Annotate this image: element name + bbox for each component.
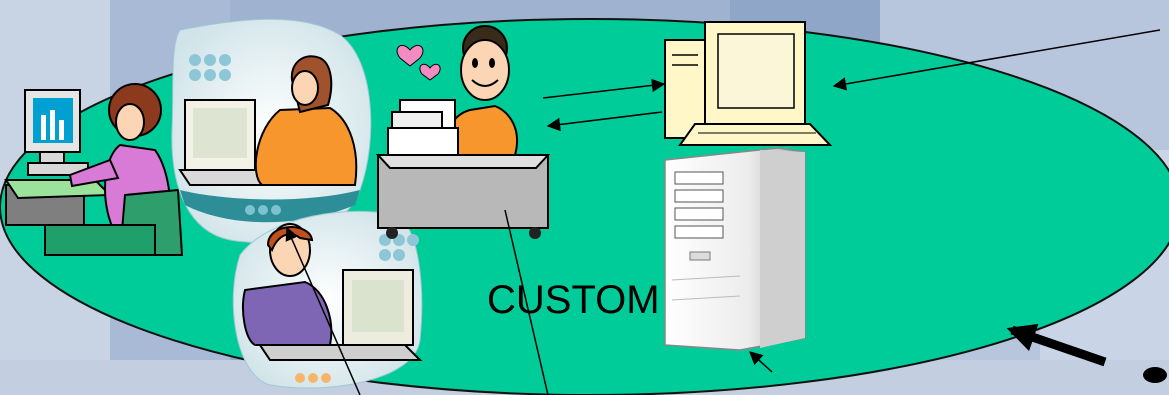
center-label: CUSTOM — [487, 278, 660, 322]
worker-at-desk-icon — [172, 19, 371, 242]
server-tower-icon — [665, 148, 805, 350]
desktop-computer-icon — [665, 22, 830, 145]
edge-fragment — [1143, 367, 1167, 383]
